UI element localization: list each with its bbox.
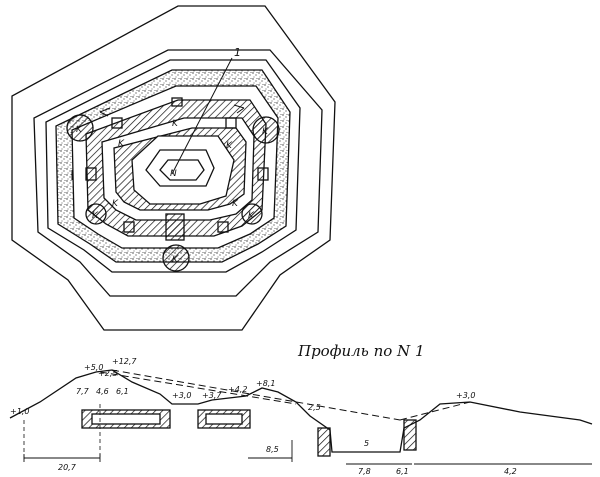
left-mark: 4,6 — [96, 387, 109, 396]
ramp — [165, 213, 185, 241]
elevation-mark: +12,7 — [112, 357, 137, 366]
plan-labels: 1 N K K K K K K K K K K — [76, 46, 269, 265]
central-mound-top — [159, 159, 205, 181]
small-mark: +2,5 — [98, 369, 117, 378]
gallery-mark: K — [112, 199, 119, 209]
plan-view — [11, 5, 336, 331]
casemate-mark: K — [172, 255, 179, 265]
elevation-mark: +4,2 — [228, 385, 247, 394]
casemate-mark: K — [118, 139, 125, 149]
casemate-mark: K — [172, 119, 179, 129]
elevation-mark: +3,0 — [172, 391, 191, 400]
profile-labels: +12,7 +3,0 +3,7 +4,2 +8,1 +3,0 +5,0 7,7 … — [10, 357, 517, 476]
casemate-interior — [205, 413, 243, 425]
central-court — [131, 135, 235, 205]
corner-caponier — [252, 116, 280, 144]
profile-section — [9, 369, 593, 465]
corner-caponier — [85, 203, 107, 225]
dimension-label: 8,5 — [266, 445, 279, 454]
callout-1: 1 — [234, 46, 241, 59]
dimension-label: 7,8 — [358, 467, 371, 476]
corner-caponier — [66, 114, 94, 142]
elevation-mark: +8,1 — [256, 379, 275, 388]
casemate-mark: K — [226, 141, 233, 151]
corner-caponier — [162, 244, 190, 272]
gallery-mark: K — [232, 199, 239, 209]
casemate-mark: K — [76, 125, 83, 135]
dimension-label: 6,1 — [396, 467, 409, 476]
left-mark: 7,7 — [76, 387, 90, 396]
sight-line — [99, 369, 471, 421]
glacis-inner-edge — [33, 49, 323, 297]
dimension-line — [23, 440, 592, 465]
left-mark: 6,1 — [116, 387, 129, 396]
elevation-mark: +3,7 — [202, 391, 222, 400]
center-mark: N — [170, 169, 177, 179]
casemate-interior — [91, 413, 161, 425]
outer-glacis — [11, 5, 336, 331]
ditch-scarp — [317, 427, 331, 457]
central-mound — [145, 149, 215, 187]
profile-title: Профиль по N 1 — [297, 342, 425, 360]
left-mark: +5,0 — [84, 363, 103, 372]
dimension-label: 4,2 — [504, 467, 517, 476]
corner-caponier — [241, 203, 263, 225]
dimension-label: 20,7 — [58, 463, 77, 472]
elevation-mark: +3,0 — [456, 391, 475, 400]
casemate-mark: K — [262, 127, 269, 137]
ditch-outer — [45, 59, 301, 273]
small-mark: 5 — [364, 439, 369, 448]
slope-mark: 2,5 — [308, 403, 321, 412]
gallery-mark: K — [248, 211, 255, 221]
gallery-mark: K — [92, 211, 99, 221]
edge-mark: +1,0 — [10, 407, 29, 416]
ditch-counterscarp — [403, 419, 417, 451]
